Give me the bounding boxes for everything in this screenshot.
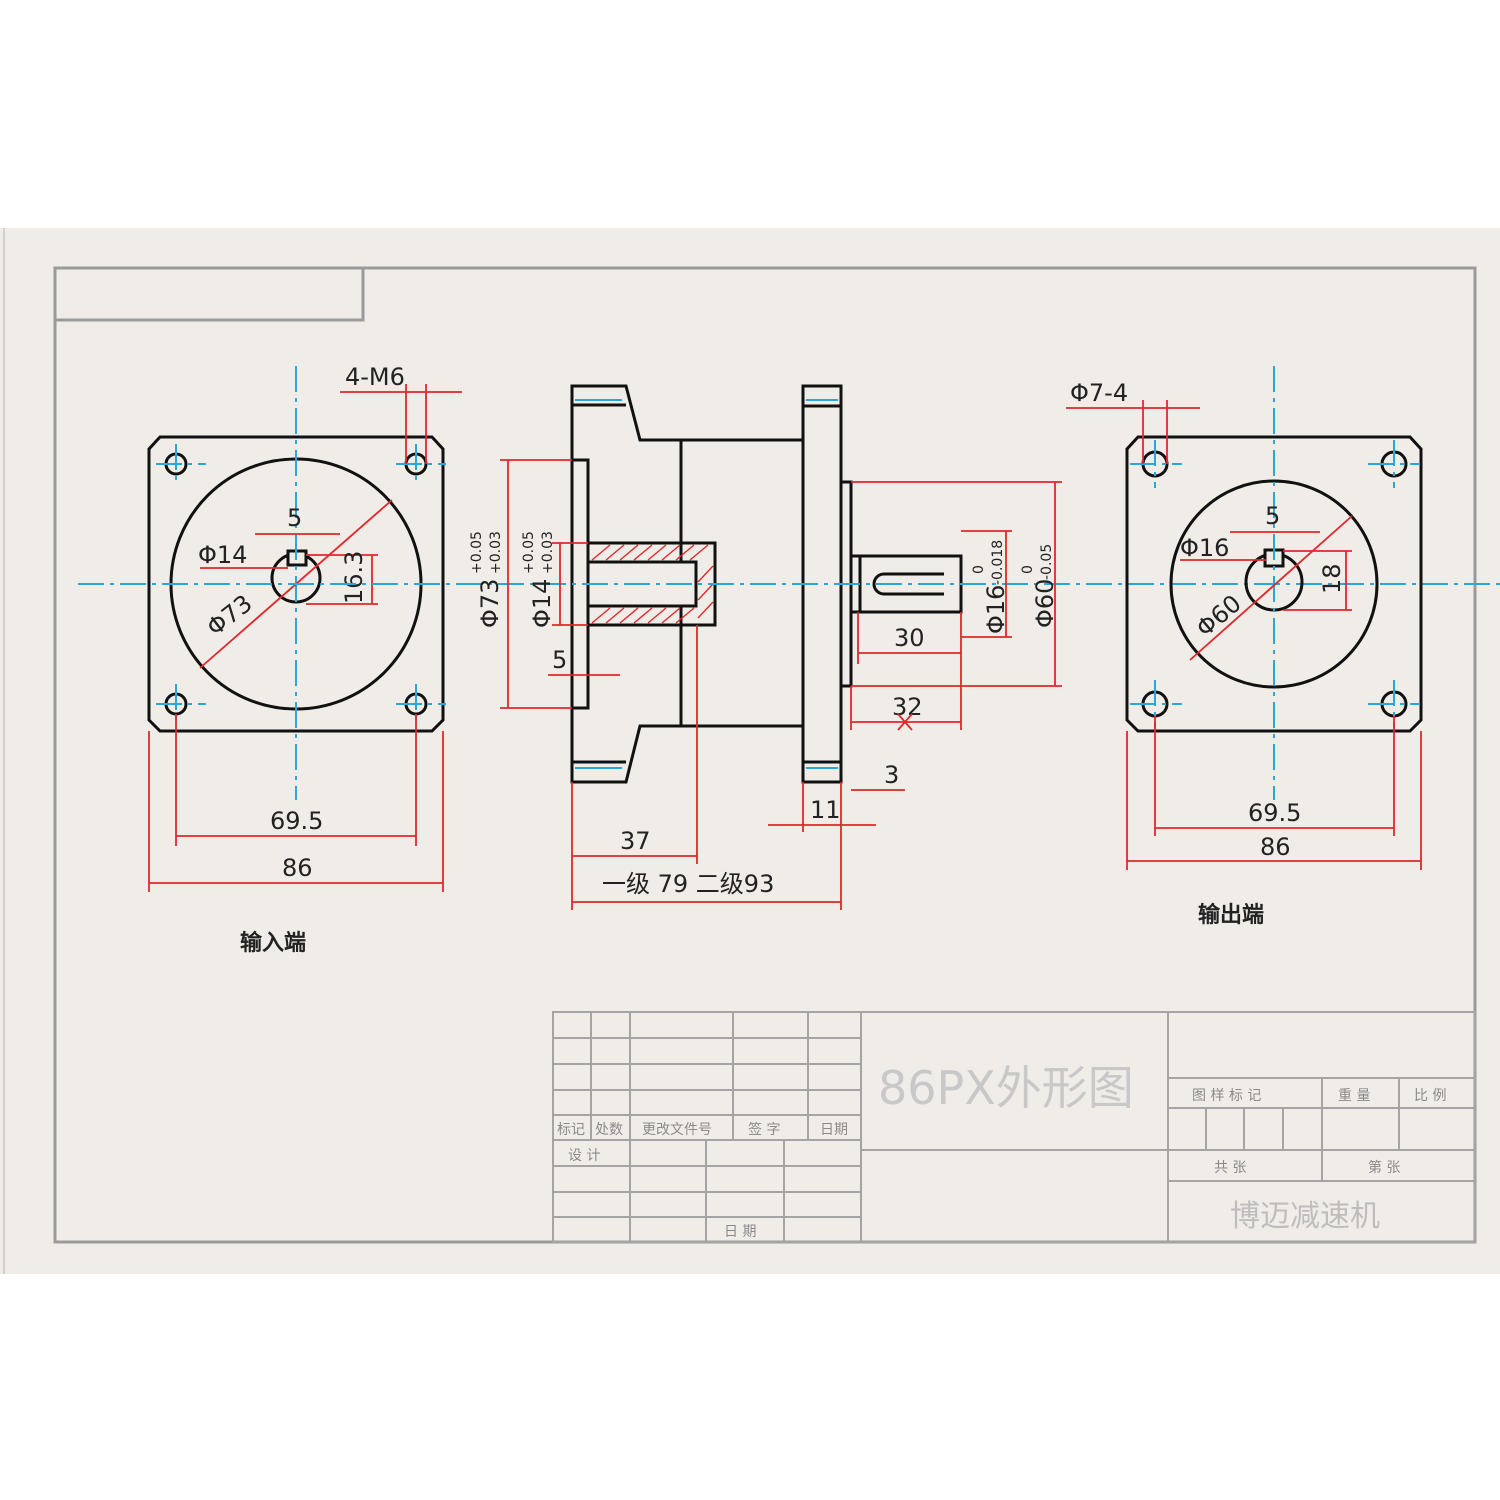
svg-text:+0.03: +0.03 xyxy=(540,531,556,574)
svg-text:-0.05: -0.05 xyxy=(1039,544,1055,580)
rev-header-mark: 标记 xyxy=(557,1122,585,1138)
output-shaft-height-label: 18 xyxy=(1318,563,1346,594)
input-width-label: 86 xyxy=(282,854,313,882)
svg-text:-0.018: -0.018 xyxy=(990,540,1006,585)
side-output-pilot-label: Φ60 xyxy=(1031,579,1059,628)
rev-header-docno: 更改文件号 xyxy=(642,1122,712,1138)
meta-header-sample: 图 样 标 记 xyxy=(1192,1088,1261,1104)
date-label: 日 期 xyxy=(724,1224,756,1240)
svg-text:0: 0 xyxy=(971,565,987,574)
input-view-title: 输入端 xyxy=(240,930,306,956)
corner-box xyxy=(53,266,365,322)
design-label: 设 计 xyxy=(568,1148,600,1164)
meta-header-weight: 重 量 xyxy=(1338,1088,1370,1104)
drawing-sheet xyxy=(0,228,1500,1274)
svg-text:0: 0 xyxy=(1020,565,1036,574)
side-bore-dia-label: Φ14 xyxy=(528,579,556,628)
rev-header-count: 处数 xyxy=(595,1122,623,1138)
side-flange-width-label: 11 xyxy=(810,796,841,824)
input-flange-outline xyxy=(147,435,445,733)
side-view: Φ73 +0.05 +0.03 Φ14 +0.05 +0.03 5 37 一级 … xyxy=(78,384,1500,910)
side-key-length-label: 30 xyxy=(894,624,925,652)
title-block: 标记 处数 更改文件号 签 字 日期 设 计 日 期 86PX外形图 图 样 标… xyxy=(552,1011,1476,1243)
output-hole-spacing-label: 69.5 xyxy=(1248,799,1301,827)
side-bore-depth-label: 37 xyxy=(620,827,651,855)
output-shaft-dia-label: Φ16 xyxy=(1180,534,1229,562)
section-hatch xyxy=(591,544,714,624)
input-bore-height-label: 16.3 xyxy=(340,551,368,604)
output-pilot-circle xyxy=(1169,479,1379,689)
side-length-label: 一级 79 二级93 xyxy=(602,870,774,898)
side-flange-thickness-label: 5 xyxy=(552,646,567,674)
company-name: 博迈减速机 xyxy=(1230,1199,1380,1234)
side-pilot-dia-label: Φ73 xyxy=(476,579,504,628)
output-hole-spec-label: Φ7-4 xyxy=(1070,379,1128,407)
output-flange-outline xyxy=(1125,435,1423,733)
side-pilot-height-label: 3 xyxy=(884,761,899,789)
rev-header-sign: 签 字 xyxy=(748,1121,780,1138)
sheet-number-label: 第 张 xyxy=(1368,1159,1400,1176)
svg-text:+0.05: +0.05 xyxy=(521,531,537,574)
rev-header-date: 日期 xyxy=(820,1122,848,1138)
meta-header-scale: 比 例 xyxy=(1414,1088,1446,1104)
output-width-label: 86 xyxy=(1260,833,1291,861)
side-shaft-dia-label: Φ16 xyxy=(982,585,1010,634)
drawing-title: 86PX外形图 xyxy=(878,1061,1134,1115)
side-shaft-length-label: 32 xyxy=(892,693,923,721)
input-thread-label: 4-M6 xyxy=(345,363,405,391)
input-bore-label: Φ14 xyxy=(198,541,247,569)
sheet-total-label: 共 张 xyxy=(1214,1160,1246,1176)
output-view-title: 输出端 xyxy=(1198,902,1264,928)
svg-text:+0.05: +0.05 xyxy=(469,531,485,574)
input-view: 4-M6 5 Φ14 16.3 Φ73 69.5 86 输入端 xyxy=(147,363,462,956)
input-hole-spacing-label: 69.5 xyxy=(270,807,323,835)
shaft-keyway xyxy=(872,572,944,596)
svg-text:+0.03: +0.03 xyxy=(488,531,504,574)
output-key-width-label: 5 xyxy=(1265,502,1280,530)
input-key-width-label: 5 xyxy=(287,504,302,532)
